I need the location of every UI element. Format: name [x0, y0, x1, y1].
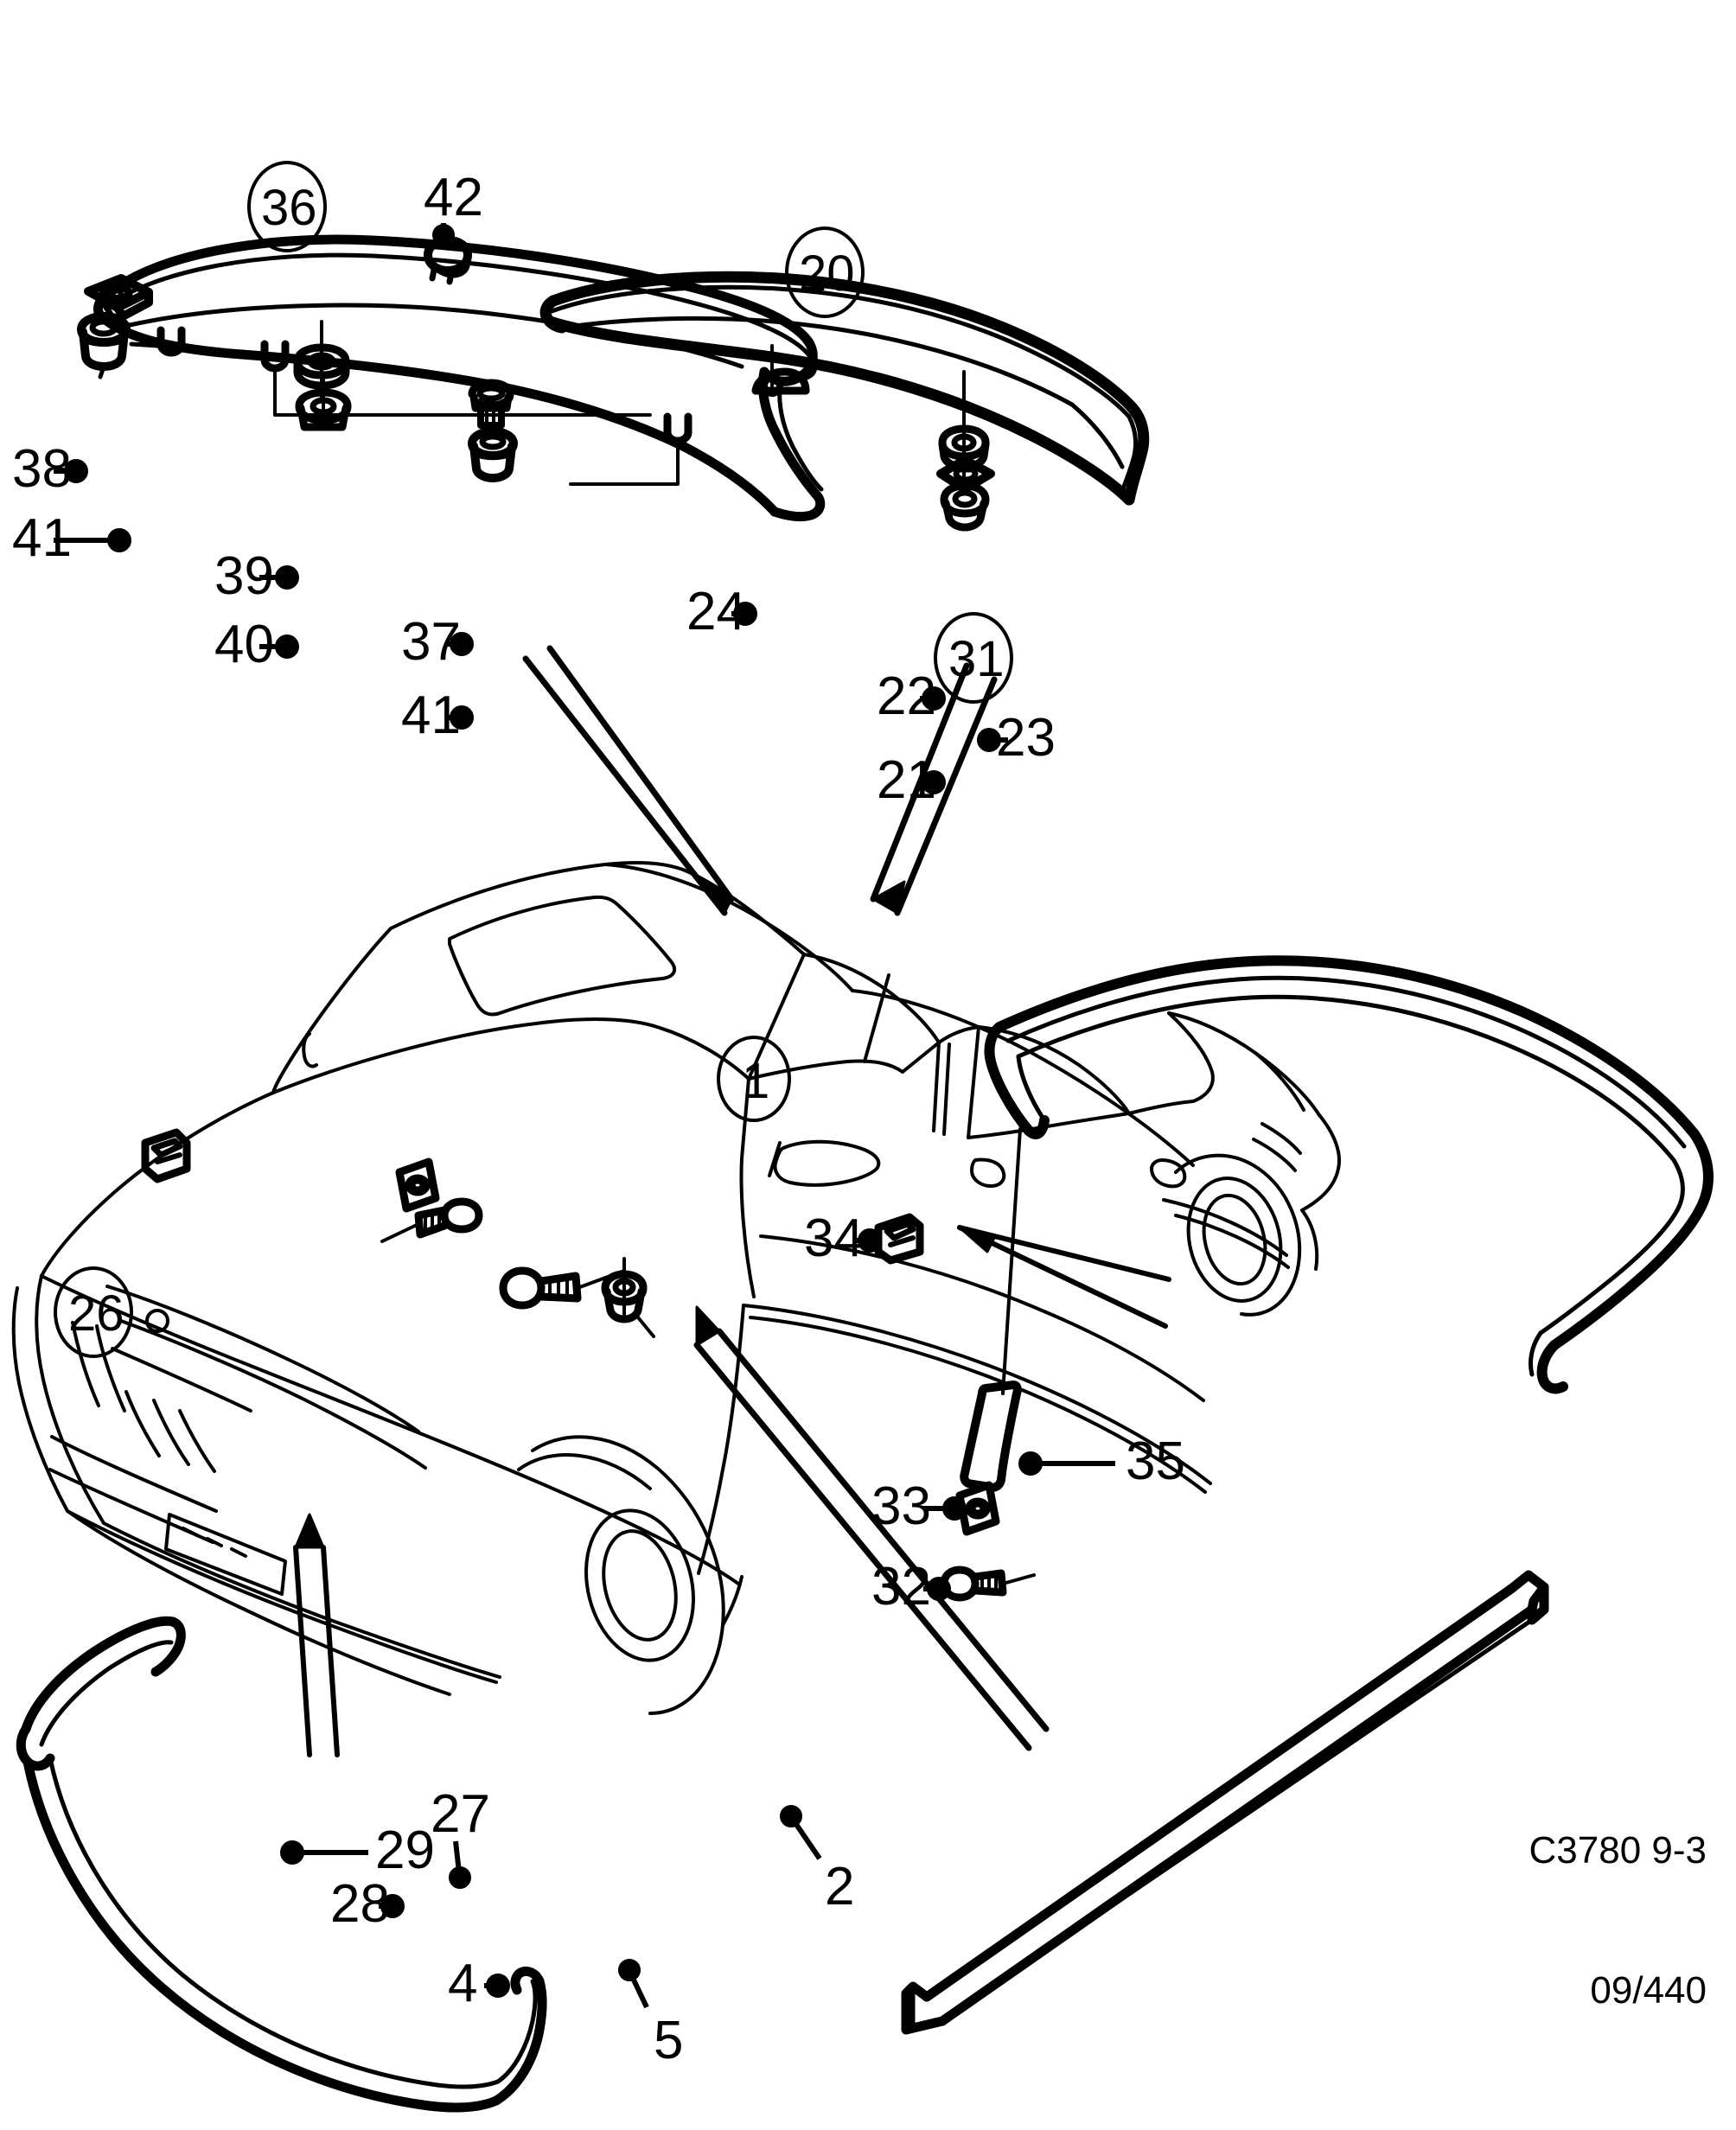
callout-38: 38 — [12, 439, 72, 499]
callout-22: 22 — [877, 666, 936, 726]
callout-24: 24 — [686, 582, 746, 641]
part-27-screw — [380, 1197, 483, 1243]
part-26-front-spoiler — [16, 1616, 547, 2113]
part-35-trim-end-piece — [960, 1381, 1022, 1492]
sheet-footer: C3780 9-3 09/440 — [1529, 1734, 1707, 2108]
part-36-rear-wing-spoiler — [93, 234, 826, 522]
callout-28: 28 — [330, 1874, 390, 1934]
callout-4: 4 — [448, 1954, 478, 2013]
part-24-seal-pad — [751, 344, 810, 397]
part-21-grommet-nut — [940, 481, 990, 532]
part-31-tailgate-moulding — [984, 955, 1714, 1394]
footer-line-1: C3780 9-3 — [1529, 1829, 1707, 1872]
leader-moulding-to-car — [957, 1225, 1171, 1329]
callout-42: 42 — [424, 168, 483, 227]
callout-41-lower: 41 — [401, 686, 461, 745]
car-illustration — [11, 861, 1341, 1715]
part-33-clip-plate — [955, 1481, 1000, 1536]
balloon-label-1: 1 — [742, 1053, 770, 1109]
callout-34: 34 — [804, 1208, 864, 1268]
part-34-retaining-clip — [874, 1213, 924, 1265]
callout-35: 35 — [1126, 1432, 1185, 1491]
part-32-screw — [940, 1566, 1036, 1602]
part-28-clip-plate — [395, 1157, 440, 1213]
part-5-grommet-nut — [601, 1257, 655, 1338]
part-40-hex-nut — [295, 379, 352, 431]
balloon-label-36: 36 — [261, 180, 317, 236]
part-41a-rubber-grommet — [77, 312, 131, 379]
balloon-label-26: 26 — [68, 1285, 124, 1342]
callout-33: 33 — [871, 1476, 931, 1536]
part-41b-rubber-grommet — [468, 427, 518, 482]
leader-35-to-moulding — [1001, 1127, 1022, 1395]
callout-29: 29 — [375, 1821, 435, 1880]
balloon-label-31: 31 — [948, 631, 1005, 687]
callout-5: 5 — [654, 2011, 684, 2070]
part-1-rear-valance-moulding — [901, 1570, 1549, 2035]
callout-23: 23 — [996, 708, 1056, 768]
callout-32: 32 — [871, 1557, 931, 1617]
callout-41-upper: 41 — [12, 508, 72, 568]
leader-car-to-rear-valance — [693, 1305, 1050, 1751]
leader-arrows-top — [522, 645, 998, 916]
part-38-clip-washer-plate — [84, 274, 153, 321]
footer-line-2: 09/440 — [1590, 1969, 1707, 2012]
balloon-label-20: 20 — [799, 246, 855, 302]
part-20-rear-spoiler-lip — [539, 271, 1150, 506]
callout-37: 37 — [401, 612, 461, 672]
callout-40: 40 — [214, 615, 274, 674]
callout-2: 2 — [825, 1857, 855, 1916]
part-29-retaining-clip — [141, 1128, 191, 1183]
part-37-screw-stud — [468, 379, 514, 429]
leader-car-to-front-spoiler — [293, 1513, 340, 1757]
callout-39: 39 — [214, 546, 274, 606]
callout-21: 21 — [877, 750, 936, 810]
callout-27: 27 — [431, 1784, 490, 1844]
